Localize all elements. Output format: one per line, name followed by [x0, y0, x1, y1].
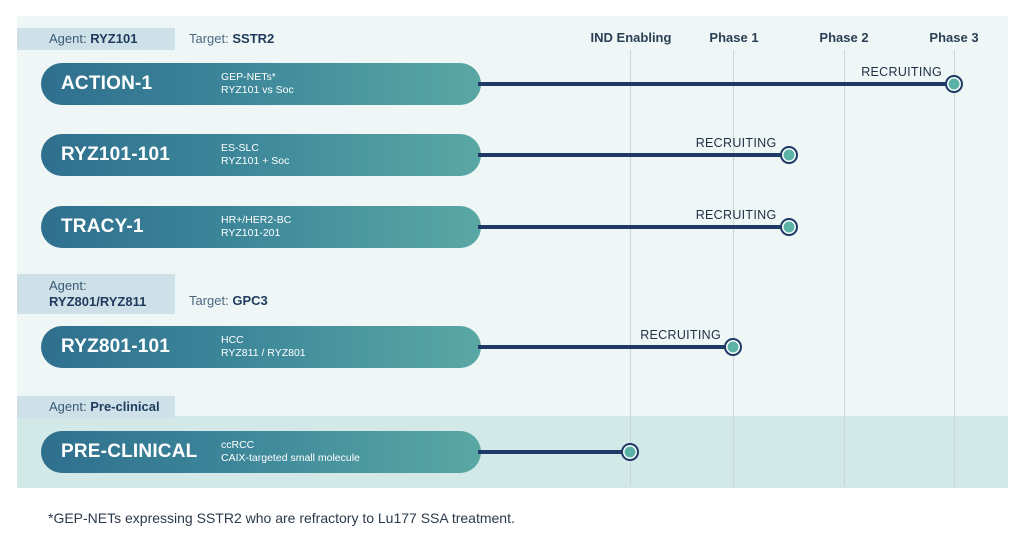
program-indication: HR+/HER2-BC [221, 214, 292, 226]
phase-label-phase1: Phase 1 [709, 30, 759, 45]
status-label: RECRUITING [861, 65, 942, 79]
agent-value: RYZ101 [90, 31, 138, 46]
program-name: ACTION-1 [61, 73, 153, 94]
program-pill: RYZ801-101 HCC RYZ811 / RYZ801 [41, 326, 481, 368]
agent-value: Pre-clinical [90, 399, 160, 414]
status-label: RECRUITING [695, 136, 777, 150]
agent-tag-ryz801: Agent: RYZ801/RYZ811 [17, 274, 175, 314]
program-regimen: RYZ101 + Soc [221, 155, 290, 167]
target-gpc3: Target: GPC3 [189, 293, 268, 308]
phase-label-ind: IND Enabling [590, 30, 672, 45]
gridline-ind [630, 50, 631, 486]
program-indication: ccRCC [221, 439, 255, 451]
program-details: GEP-NETs* RYZ101 vs Soc [221, 71, 294, 97]
status-label: RECRUITING [695, 208, 777, 222]
agent-tag-preclinical: Agent: Pre-clinical [17, 396, 175, 418]
agent-tag-ryz101: Agent: RYZ101 [17, 28, 175, 50]
footnote: *GEP-NETs expressing SSTR2 who are refra… [48, 510, 515, 526]
progress-marker [621, 443, 639, 461]
agent-label: Agent: [49, 31, 87, 46]
target-value: GPC3 [232, 293, 268, 308]
gridline-phase2 [844, 50, 845, 486]
program-name: RYZ101-101 [61, 144, 171, 165]
gridline-phase1 [733, 50, 734, 486]
progress-bar [478, 345, 733, 349]
target-label: Target: [189, 293, 229, 308]
program-details: ccRCC CAIX-targeted small molecule [221, 439, 360, 465]
progress-marker [779, 146, 798, 164]
program-name: PRE-CLINICAL [61, 441, 198, 462]
program-indication: ES-SLC [221, 142, 259, 154]
target-sstr2: Target: SSTR2 [189, 31, 274, 46]
progress-marker [945, 75, 963, 93]
program-details: ES-SLC RYZ101 + Soc [221, 142, 289, 168]
progress-bar [478, 82, 954, 86]
target-label: Target: [189, 31, 229, 46]
agent-label: Agent: [49, 399, 87, 414]
program-regimen: RYZ101 vs Soc [221, 84, 294, 96]
program-regimen: RYZ811 / RYZ801 [221, 347, 306, 359]
program-regimen: RYZ101-201 [221, 227, 281, 239]
gridline-phase3 [954, 50, 955, 486]
program-name: TRACY-1 [61, 216, 144, 237]
progress-marker [779, 218, 798, 236]
progress-marker [724, 338, 742, 356]
program-pill: RYZ101-101 ES-SLC RYZ101 + Soc [41, 134, 481, 176]
program-pill: PRE-CLINICAL ccRCC CAIX-targeted small m… [41, 431, 481, 473]
progress-bar [478, 153, 789, 157]
program-name: RYZ801-101 [61, 336, 171, 357]
status-label: RECRUITING [640, 328, 721, 342]
program-indication: GEP-NETs* [221, 71, 276, 83]
agent-label: Agent: [49, 278, 87, 293]
program-indication: HCC [221, 334, 244, 346]
progress-bar [478, 450, 630, 454]
phase-label-phase2: Phase 2 [819, 30, 869, 45]
phase-label-phase3: Phase 3 [929, 30, 979, 45]
progress-bar [478, 225, 789, 229]
program-pill: ACTION-1 GEP-NETs* RYZ101 vs Soc [41, 63, 481, 105]
program-details: HCC RYZ811 / RYZ801 [221, 334, 306, 360]
target-value: SSTR2 [232, 31, 275, 46]
agent-value: RYZ801/RYZ811 [49, 294, 147, 309]
program-pill: TRACY-1 HR+/HER2-BC RYZ101-201 [41, 206, 481, 248]
program-regimen: CAIX-targeted small molecule [221, 452, 360, 464]
program-details: HR+/HER2-BC RYZ101-201 [221, 214, 291, 240]
